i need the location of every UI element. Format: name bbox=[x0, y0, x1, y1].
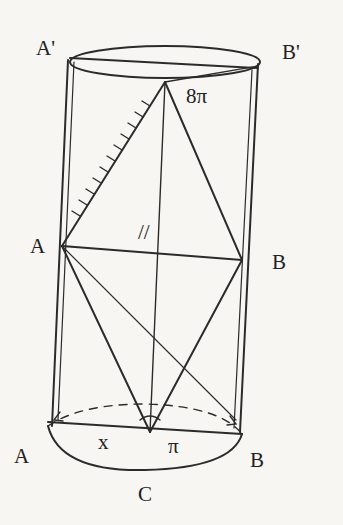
a-to-c bbox=[62, 246, 150, 432]
apex-to-a bbox=[62, 82, 165, 246]
angle-arc bbox=[140, 416, 160, 420]
point-label: B bbox=[272, 252, 286, 273]
length-label: 8π bbox=[186, 86, 207, 107]
variable-label: x bbox=[98, 432, 109, 453]
apex-to-c bbox=[150, 82, 165, 432]
point-label: C bbox=[138, 484, 152, 505]
top-ellipse bbox=[70, 46, 260, 78]
point-label: A bbox=[30, 236, 45, 257]
apex-to-b bbox=[165, 82, 242, 260]
variable-label: π bbox=[168, 436, 179, 457]
arrow-tick bbox=[54, 412, 63, 421]
a-to-b-lower bbox=[62, 246, 236, 420]
top-diameter bbox=[70, 58, 258, 68]
apex-to-bprime bbox=[165, 66, 258, 82]
arrow-tick bbox=[227, 416, 236, 425]
b-to-c bbox=[150, 260, 242, 432]
bottom-diameter bbox=[48, 422, 242, 434]
point-label: B bbox=[250, 450, 264, 471]
point-label: B' bbox=[282, 42, 300, 63]
bottom-arc-hidden bbox=[48, 404, 242, 434]
hatch-marks bbox=[72, 101, 150, 216]
equal-mark: // bbox=[138, 222, 150, 243]
point-label: A' bbox=[36, 38, 55, 59]
point-label: A bbox=[14, 446, 29, 467]
middle-segment bbox=[62, 246, 242, 260]
